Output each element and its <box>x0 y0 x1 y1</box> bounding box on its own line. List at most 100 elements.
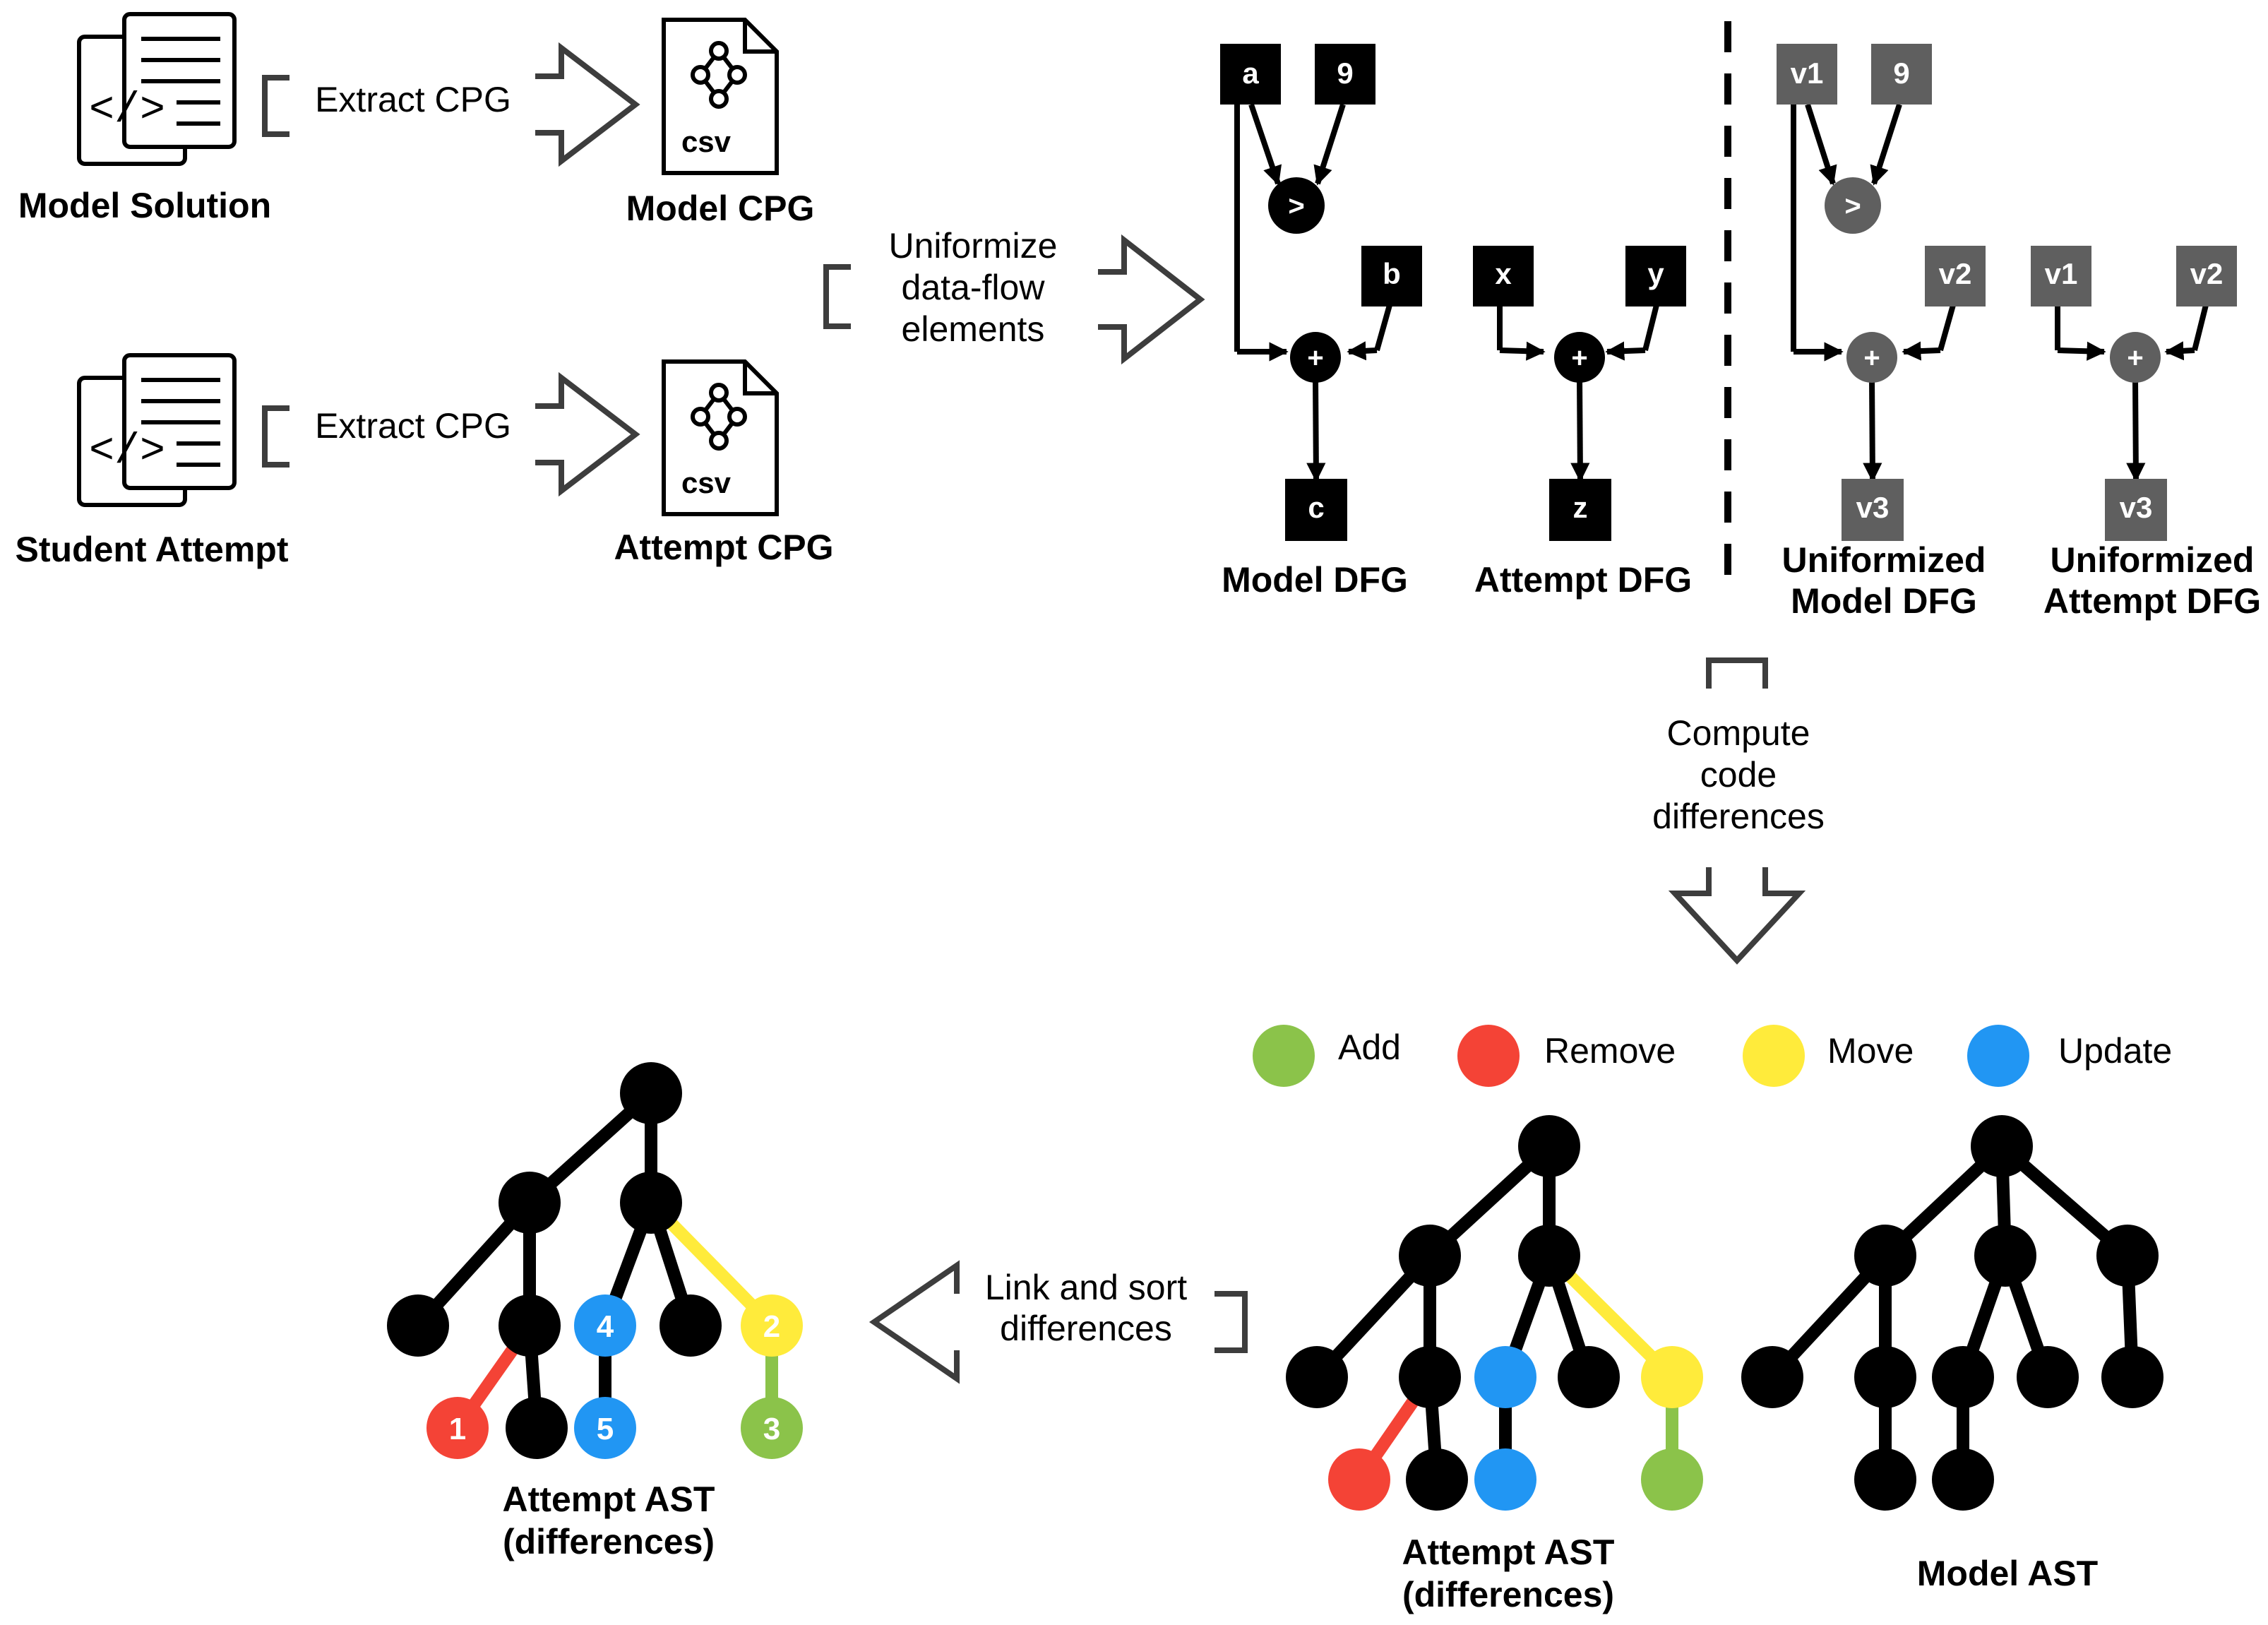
dfg-node-9 <box>1315 44 1375 105</box>
uniformized-model-dfg: v1 9 > v2 + v3 <box>1777 44 1986 541</box>
dfg-node-x-label: x <box>1495 257 1512 290</box>
dfg-add-node <box>1290 332 1341 383</box>
uniformize-line-2: data-flow <box>902 268 1046 307</box>
csv-text-1: csv <box>681 125 732 158</box>
compute-line-1: Compute <box>1667 713 1810 753</box>
model-ast-title: Model AST <box>1917 1554 2098 1593</box>
dfg-add-label: + <box>2127 343 2143 374</box>
model-code-file-icon: </> <box>77 12 237 166</box>
uniformized-model-title-2: Model DFG <box>1791 581 1977 621</box>
diff-order-4: 4 <box>597 1309 614 1344</box>
ast-node <box>1406 1448 1468 1511</box>
ast-node-updated <box>1474 1346 1536 1408</box>
attempt-ast-diff-title-1: Attempt AST <box>1402 1532 1615 1572</box>
extract-cpg-label-1: Extract CPG <box>315 80 511 119</box>
student-attempt-label: Student Attempt <box>16 530 289 569</box>
legend-remove-label: Remove <box>1544 1031 1676 1071</box>
ast-node <box>659 1294 722 1357</box>
legend-move-swatch <box>1743 1025 1805 1087</box>
attempt-ast-diff-title-2: (differences) <box>1402 1575 1614 1614</box>
ast-node <box>1286 1346 1348 1408</box>
extract-cpg-label-2: Extract CPG <box>315 406 511 446</box>
dfg-node-v1 <box>1777 44 1837 105</box>
ast-node-moved <box>1641 1346 1703 1408</box>
ast-node <box>499 1172 561 1234</box>
dfg-node-z <box>1549 479 1611 541</box>
ast-node <box>499 1294 561 1357</box>
dfg-node-v2-label: v2 <box>2190 257 2224 290</box>
ast-node-removed <box>426 1397 489 1459</box>
dfg-add-node <box>1554 332 1605 383</box>
sorted-attempt-ast-tree: 1 2 3 4 5 <box>387 1062 803 1459</box>
diff-order-3: 3 <box>763 1412 780 1446</box>
svg-text:</>: </> <box>89 428 165 476</box>
hollow-arrow-icon <box>1098 234 1205 365</box>
ast-node-removed <box>1328 1448 1390 1511</box>
dfg-node-v3 <box>2105 479 2167 541</box>
ast-node-moved <box>741 1294 803 1357</box>
legend-remove-swatch <box>1457 1025 1520 1087</box>
ast-node-added <box>741 1397 803 1459</box>
legend-add-label: Add <box>1338 1028 1401 1067</box>
dfg-node-v3 <box>1842 479 1904 541</box>
ast-node-updated <box>574 1294 636 1357</box>
dfg-compare-label: > <box>1844 191 1861 222</box>
attempt-ast-diff-tree <box>1286 1115 1703 1511</box>
ast-node <box>1974 1225 2036 1287</box>
legend-add-swatch <box>1253 1025 1315 1087</box>
ast-node <box>1518 1225 1580 1287</box>
attempt-dfg: x y + z <box>1473 246 1686 541</box>
dfg-node-v2 <box>1925 246 1986 306</box>
attempt-cpg-file-icon <box>662 359 779 516</box>
dfg-node-a-label: a <box>1242 56 1259 90</box>
link-line-2: differences <box>1000 1309 1172 1348</box>
dfg-node-9 <box>1871 44 1932 105</box>
dfg-compare-node <box>1825 177 1881 234</box>
bracket-icon <box>1214 1291 1248 1353</box>
link-line-1: Link and sort <box>985 1268 1187 1307</box>
dfg-node-b-label: b <box>1383 257 1401 290</box>
dfg-node-9-label: 9 <box>1893 56 1909 90</box>
dfg-node-y <box>1625 246 1686 306</box>
ast-node-updated <box>574 1397 636 1459</box>
ast-node <box>1854 1448 1916 1511</box>
dfg-node-v2 <box>2176 246 2237 306</box>
legend-update-swatch <box>1967 1025 2029 1087</box>
dfg-node-a <box>1220 44 1281 105</box>
legend-update-label: Update <box>2058 1031 2172 1071</box>
compute-line-2: code <box>1700 755 1777 794</box>
ast-node <box>2101 1346 2163 1408</box>
uniformized-attempt-dfg: v1 v2 + v3 <box>2031 246 2237 541</box>
ast-node <box>1854 1225 1916 1287</box>
ast-node <box>2096 1225 2159 1287</box>
compute-line-3: differences <box>1652 797 1825 836</box>
ast-node-added <box>1641 1448 1703 1511</box>
dfg-node-c-label: c <box>1308 491 1324 524</box>
ast-node <box>620 1062 682 1124</box>
bracket-icon <box>262 405 290 468</box>
model-ast-tree <box>1741 1115 2163 1511</box>
ast-node <box>1854 1346 1916 1408</box>
ast-node <box>387 1294 449 1357</box>
csv-text-2: csv <box>681 466 732 499</box>
ast-node <box>1932 1346 1994 1408</box>
dfg-add-label: + <box>1571 343 1587 374</box>
model-dfg-title: Model DFG <box>1222 560 1408 600</box>
legend: Add Remove Move Update <box>1253 1025 2172 1087</box>
dfg-node-v1-label: v1 <box>1791 56 1824 90</box>
dfg-compare-label: > <box>1288 191 1304 222</box>
hollow-arrow-left-icon <box>869 1260 960 1384</box>
ast-node <box>1741 1346 1803 1408</box>
hollow-arrow-down-icon <box>1668 867 1806 965</box>
ast-node <box>1971 1115 2033 1177</box>
dfg-node-x <box>1473 246 1534 306</box>
ast-node <box>506 1397 568 1459</box>
uniformize-line-1: Uniformize <box>889 226 1058 266</box>
diff-order-5: 5 <box>597 1412 614 1446</box>
ast-node <box>1518 1115 1580 1177</box>
model-solution-label: Model Solution <box>18 186 271 225</box>
dfg-compare-node <box>1268 177 1325 234</box>
attempt-dfg-title: Attempt DFG <box>1474 560 1692 600</box>
dfg-add-label: + <box>1307 343 1323 374</box>
